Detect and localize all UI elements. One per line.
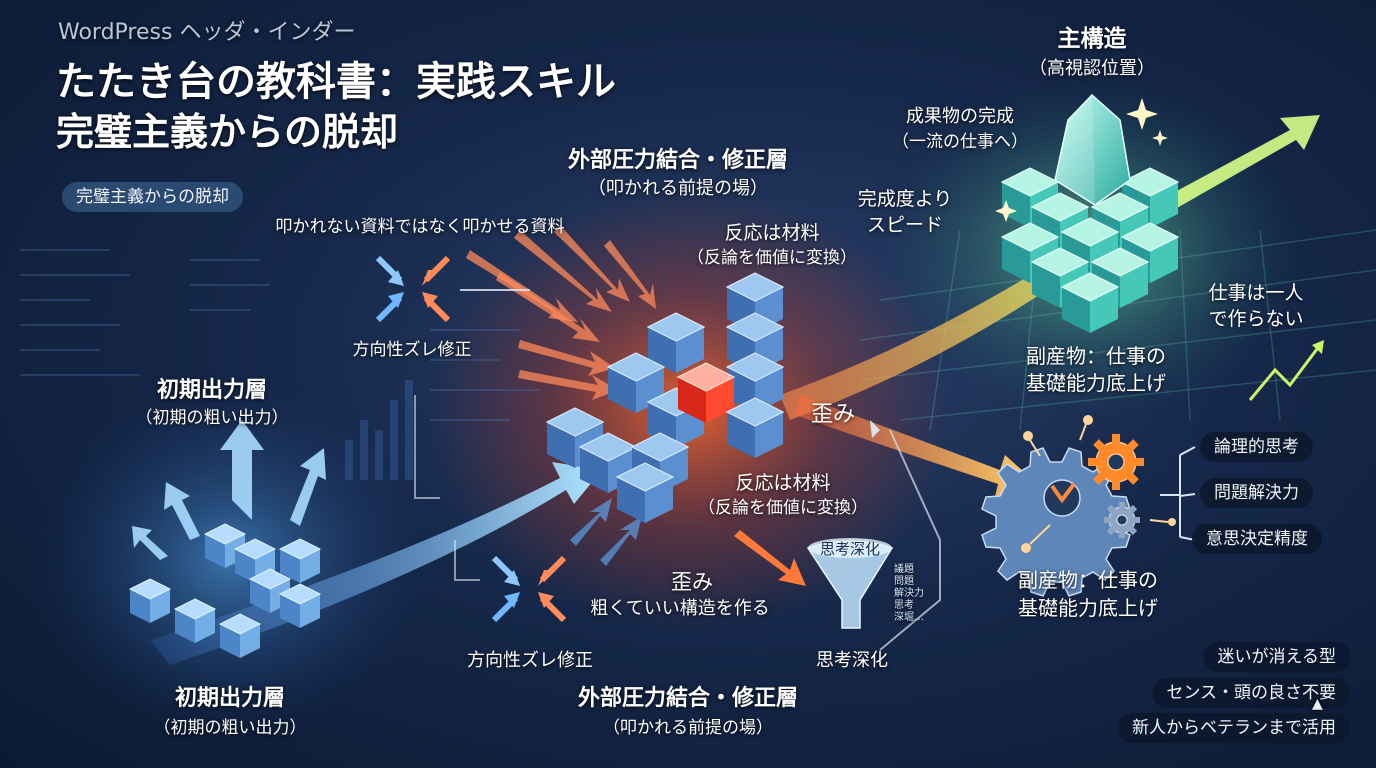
- byproduct-top-2: 基礎能力底上げ: [1026, 371, 1166, 395]
- arrow-top-right: [1160, 115, 1320, 212]
- gear-icon-gray: [1104, 502, 1140, 538]
- benefit-all-levels: 新人からベテランまで活用: [1118, 713, 1350, 743]
- background-bars: [345, 380, 413, 480]
- reaction-top-sub: （反論を価値に変換）: [687, 248, 857, 268]
- initial-layer-top-sub: （初期の粗い出力）: [135, 408, 289, 428]
- rising-chart: [1248, 344, 1322, 401]
- speed-label-1: 完成度より: [857, 188, 953, 210]
- arrow-to-funnel: [734, 530, 806, 586]
- result-cube-cluster: [1001, 93, 1179, 334]
- converge-icon-bottom: [491, 555, 567, 623]
- skills-bracket: [1160, 446, 1196, 541]
- converge-icon-top: [375, 255, 451, 323]
- external-layer-bottom: 外部圧力結合・修正層: [577, 686, 799, 711]
- arrow-core-to-gears: [795, 395, 1035, 497]
- benefit-clear-pattern: 迷いが消える型: [1203, 642, 1350, 672]
- initial-upward-arrows: [132, 420, 326, 560]
- rough-structure-label: 粗くていい構造を作る: [590, 598, 770, 619]
- crystal: [1054, 93, 1131, 206]
- funnel-label: 思考深化: [819, 540, 881, 558]
- distortion-label-right: 歪み: [810, 402, 856, 427]
- main-structure-sub: （高視認位置）: [1029, 58, 1155, 79]
- slogan-text: 叩かれない資料ではなく叩かせる資料: [275, 217, 565, 237]
- skill-logical-thinking: 論理的思考: [1200, 432, 1313, 462]
- feedback-line: [879, 429, 941, 651]
- big-arrow-core-to-result: [780, 188, 1170, 420]
- sparkles: [995, 98, 1168, 222]
- external-layer-bottom-sub: （叩かれる前提の場）: [603, 718, 773, 738]
- initial-layer-bottom: 初期出力層: [174, 686, 286, 711]
- gear-icon-orange: [1088, 434, 1144, 490]
- reaction-mid-sub: （反論を価値に変換）: [698, 498, 868, 518]
- skill-problem-solving: 問題解決力: [1200, 478, 1313, 508]
- funnel: [806, 538, 894, 629]
- deliverable-sub: （一流の仕事へ）: [892, 132, 1028, 152]
- initial-layer-bottom-sub: （初期の粗い出力）: [153, 718, 307, 738]
- connector-bottom: [454, 540, 480, 581]
- page-subtitle: 完璧主義からの脱却: [56, 110, 399, 154]
- distortion-label-bottom: 歪み: [671, 570, 713, 594]
- connector-left: [414, 395, 440, 499]
- direction-fix-bottom: 方向性ズレ修正: [467, 650, 593, 671]
- gear-dots: [1021, 415, 1176, 553]
- deliverable-label: 成果物の完成: [906, 106, 1014, 127]
- bottom-pressure-arrows: [570, 498, 642, 566]
- gear-rays: [1029, 423, 1169, 545]
- not-alone-label-2: で作らない: [1208, 308, 1304, 330]
- gears: [981, 415, 1176, 597]
- initial-layer-top: 初期出力層: [156, 378, 268, 403]
- external-layer-top: 外部圧力結合・修正層: [567, 148, 789, 173]
- reaction-mid-label: 反応は材料: [735, 472, 831, 494]
- background-data-lines: [20, 249, 540, 421]
- topic-tag: 完璧主義からの脱却: [62, 182, 243, 212]
- series-label: WordPress ヘッダ・インダー: [58, 20, 356, 45]
- reaction-top-label: 反応は材料: [724, 222, 820, 244]
- funnel-items: 議題 問題 解決力 思考 深堀…: [894, 564, 924, 623]
- direction-fix-top: 方向性ズレ修正: [352, 340, 472, 360]
- benefit-no-talent-needed: センス・頭の良さ不要: [1152, 678, 1350, 708]
- byproduct-bottom-1: 副産物：仕事の: [1018, 568, 1158, 592]
- byproduct-top-1: 副産物：仕事の: [1026, 344, 1166, 368]
- byproduct-bottom-2: 基礎能力底上げ: [1018, 596, 1158, 620]
- skill-decision-accuracy: 意思決定精度: [1192, 524, 1322, 554]
- thinking-deepening-label: 思考深化: [816, 650, 888, 671]
- main-structure-label: 主構造: [1057, 26, 1127, 52]
- external-layer-top-sub: （叩かれる前提の場）: [588, 178, 768, 199]
- chevron-up-icon: ▲: [1312, 696, 1323, 712]
- page-title: たたき台の教科書：実践スキル: [56, 59, 616, 105]
- speed-label-2: スピード: [866, 214, 944, 236]
- not-alone-label-1: 仕事は一人: [1208, 282, 1304, 304]
- big-arrow-initial-to-core: [150, 462, 602, 665]
